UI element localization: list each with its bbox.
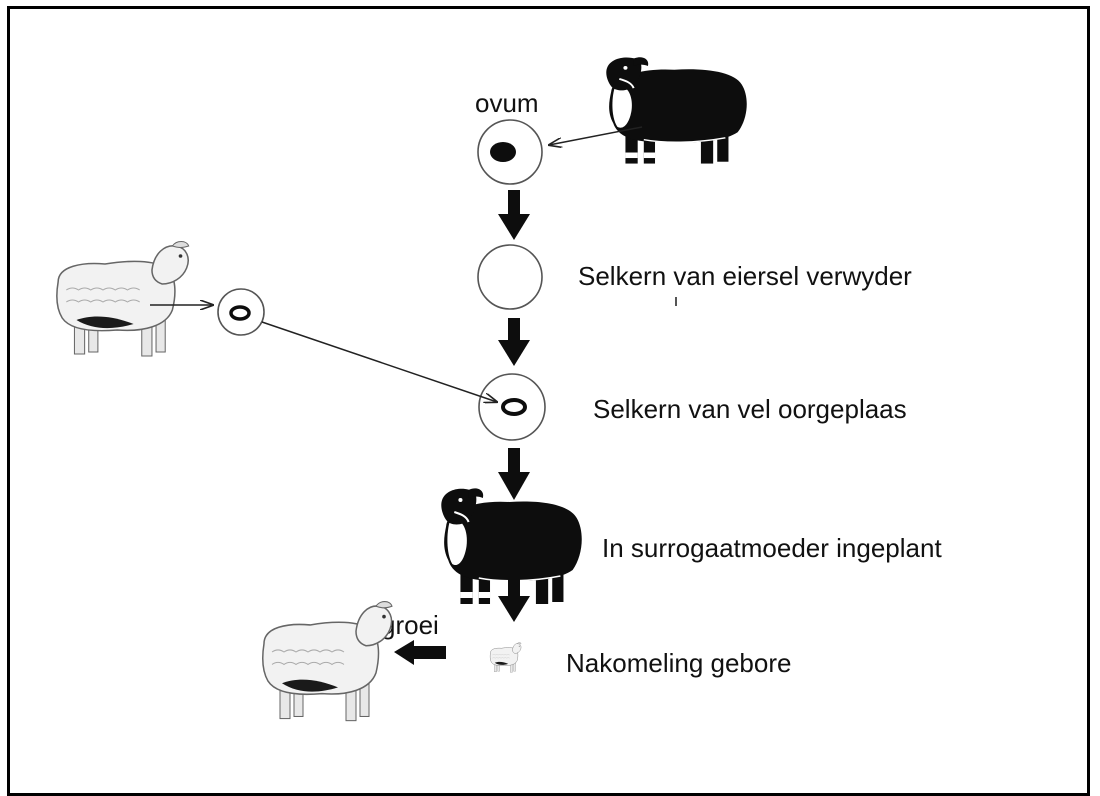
remove-nucleus-label: Selkern van eiersel verwyder [578,261,912,291]
grown-sheep-icon [262,600,393,722]
offspring-label: Nakomeling gebore [566,648,791,678]
enucleated-cell [477,244,543,310]
ovum-nucleus [490,142,516,162]
ovum-label: ovum [475,88,539,118]
transfer-nucleus-label: Selkern van vel oorgeplaas [593,394,907,424]
stray-mark [675,297,677,306]
flow-arrow-2 [498,318,530,366]
skin-cell [217,288,265,336]
flow-arrow-4 [498,574,530,622]
grow-arrow [394,640,446,665]
egg-donor-sheep-icon [605,56,748,165]
transferred-nucleus [501,398,527,416]
skin-donor-sheep-icon [56,240,190,357]
lamb-icon [489,642,522,673]
skin-cell-nucleus [229,305,251,321]
implant-label: In surrogaatmoeder ingeplant [602,533,942,563]
egg-donor-arrow [549,126,643,145]
reconstructed-cell [478,373,546,441]
flow-arrow-1 [498,190,530,240]
nucleus-transfer-arrow [261,321,497,402]
flow-arrow-3 [498,448,530,500]
